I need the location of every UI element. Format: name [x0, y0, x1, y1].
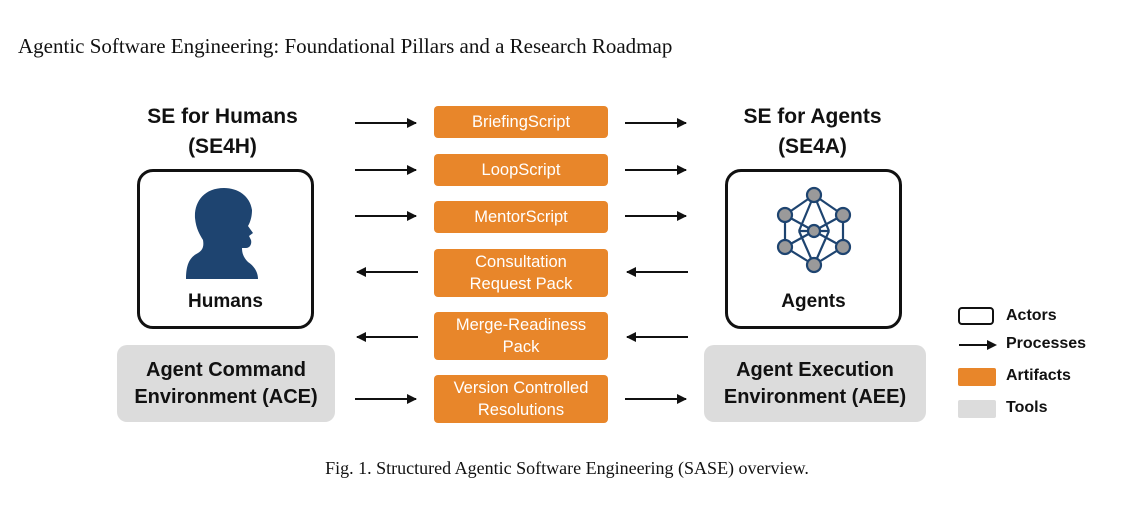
legend-artifacts-label: Artifacts: [1006, 367, 1071, 384]
aee-line1: Agent Execution: [736, 358, 894, 381]
artifact-consultation-request-pack: Consultation Request Pack: [434, 249, 608, 297]
ace-tool-box: Agent Command Environment (ACE): [117, 345, 335, 422]
legend-processes-label: Processes: [1006, 335, 1087, 352]
agents-label: Agents: [781, 291, 846, 312]
se4h-heading-line2: (SE4H): [188, 135, 257, 158]
artifact-line2: Pack: [502, 338, 540, 356]
artifact-line1: Merge-Readiness: [455, 316, 587, 334]
se4h-heading: SE for Humans (SE4H): [120, 102, 325, 162]
figure-caption: Fig. 1. Structured Agentic Software Engi…: [325, 458, 809, 478]
artifact-merge-readiness-pack: Merge-Readiness Pack: [434, 312, 608, 360]
artifact-line1: LoopScript: [481, 161, 561, 179]
artifact-line2: Resolutions: [477, 401, 565, 419]
aee-line2: Environment (AEE): [723, 385, 907, 408]
artifact-mentor-script: MentorScript: [434, 201, 608, 233]
se4a-heading: SE for Agents (SE4A): [710, 102, 915, 162]
artifact-line2: Request Pack: [469, 275, 573, 293]
legend-actors-label: Actors: [1006, 307, 1057, 324]
artifact-briefing-script: BriefingScript: [434, 106, 608, 138]
artifact-line1: Version Controlled: [453, 379, 589, 397]
humans-label: Humans: [188, 291, 263, 312]
humans-actor-box: Humans: [137, 169, 314, 329]
artifact-loop-script: LoopScript: [434, 154, 608, 186]
se4h-heading-line1: SE for Humans: [147, 105, 298, 128]
artifact-line1: Consultation: [475, 253, 567, 271]
artifact-version-controlled-resolutions: Version Controlled Resolutions: [434, 375, 608, 423]
artifact-swatch: [958, 368, 996, 386]
artifact-line1: MentorScript: [474, 208, 568, 226]
se4a-heading-line2: (SE4A): [778, 135, 847, 158]
process-arrow-swatch: [959, 340, 997, 350]
ace-line1: Agent Command: [146, 358, 306, 381]
se4a-heading-line1: SE for Agents: [743, 105, 882, 128]
human-head-icon: [186, 188, 258, 279]
legend-tools-label: Tools: [1006, 399, 1048, 416]
aee-tool-box: Agent Execution Environment (AEE): [704, 345, 926, 422]
artifact-line1: BriefingScript: [471, 113, 571, 131]
actor-swatch: [958, 307, 994, 325]
agent-network-icon: [776, 186, 852, 274]
tool-swatch: [958, 400, 996, 418]
ace-line2: Environment (ACE): [134, 385, 318, 408]
agents-actor-box: Agents: [725, 169, 902, 329]
paper-title: Agentic Software Engineering: Foundation…: [18, 34, 673, 58]
